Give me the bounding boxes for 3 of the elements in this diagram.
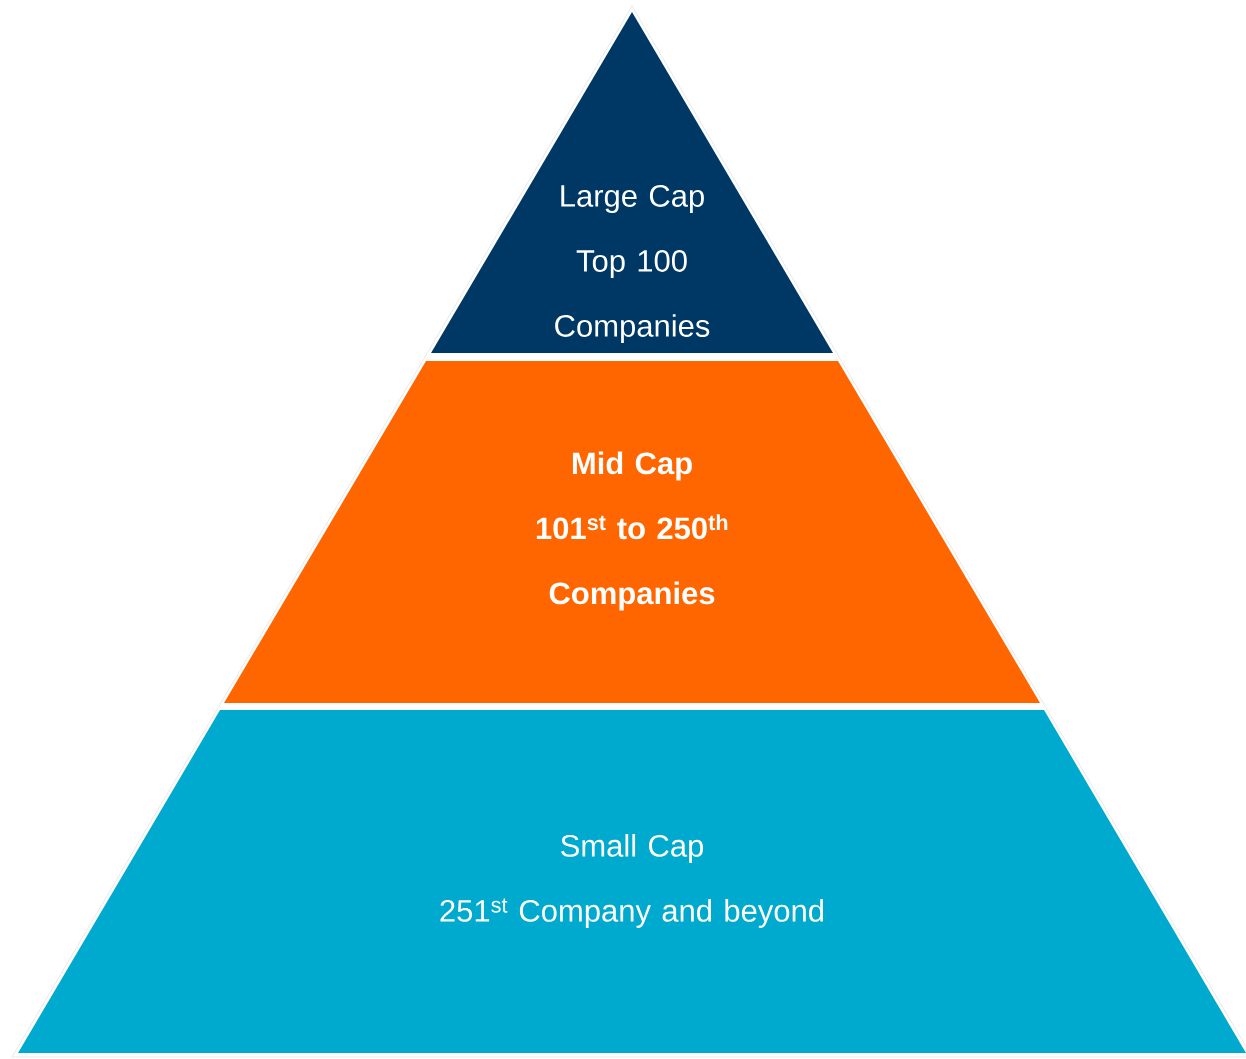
pyramid-band: Small Cap 251$^{st}$ Company and beyond [18, 710, 1246, 1053]
pyramid-band: Large Cap Top 100 Companies [431, 12, 833, 353]
pyramid-band: Mid Cap 101$^{st}$ to 250$^{th}$ Companies [224, 361, 1040, 703]
